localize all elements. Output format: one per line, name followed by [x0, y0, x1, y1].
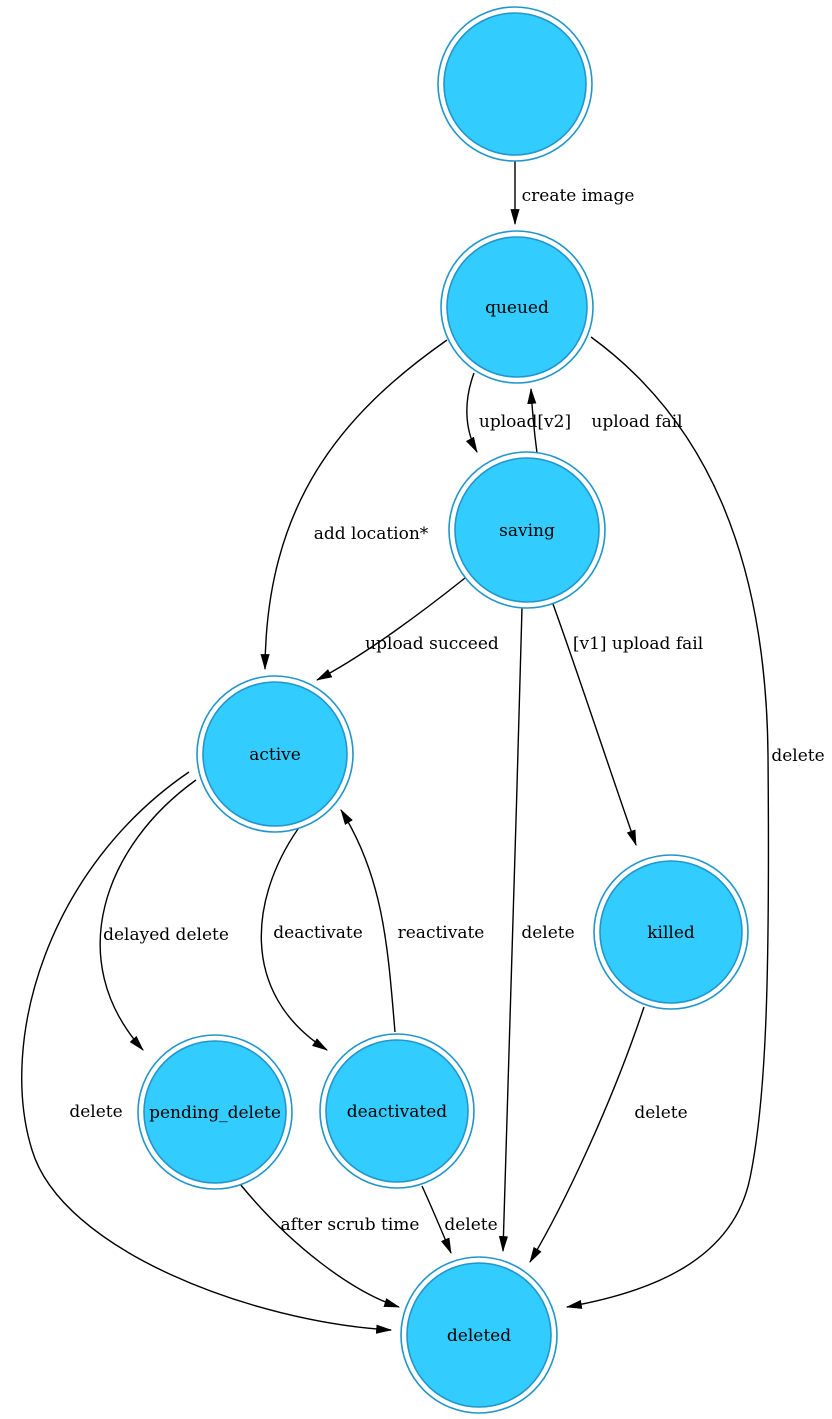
edge-active-to-deleted: [21, 771, 393, 1334]
edge-queued-to-deleted: [565, 336, 770, 1309]
edge-queued-to-saving: [465, 372, 478, 454]
start-node-circle: [443, 12, 587, 156]
edge-labels-layer: create image upload[v2] upload fail add …: [69, 186, 824, 1235]
edge-label-deactivate: deactivate: [273, 923, 363, 943]
edge-label-delete-active: delete: [69, 1102, 122, 1122]
edge-label-reactivate: reactivate: [398, 923, 485, 943]
queued-node-circle: [446, 236, 588, 378]
edge-label-add-location: add location*: [314, 524, 429, 544]
edge-active-to-pending-delete: [99, 779, 197, 1051]
edge-label-delete-saving: delete: [521, 923, 574, 943]
edge-deactivated-to-active: [340, 809, 396, 1033]
edge-saving-to-active: [315, 577, 466, 681]
edge-saving-to-killed: [552, 603, 637, 847]
edge-queued-to-active: [260, 339, 448, 671]
deleted-node-label: deleted: [447, 1326, 511, 1346]
nodes-layer: queued saving active killed pending_dele: [137, 6, 749, 1414]
edges-layer: [21, 161, 770, 1334]
state-node-saving: saving: [448, 451, 606, 609]
edge-label-delete-queued: delete: [771, 746, 824, 766]
state-node-pending-delete: pending_delete: [137, 1034, 293, 1190]
pending-delete-node-circle: [143, 1040, 287, 1184]
edge-label-after-scrub-time: after scrub time: [281, 1215, 420, 1235]
edge-pending-delete-to-deleted: [239, 1183, 401, 1308]
state-node-start: [437, 6, 593, 162]
state-node-deleted: deleted: [400, 1256, 558, 1414]
deactivated-node-label: deactivated: [347, 1102, 447, 1122]
edge-label-delete-deactivated: delete: [444, 1215, 497, 1235]
pending-delete-node-label: pending_delete: [149, 1103, 281, 1123]
saving-node-label: saving: [499, 521, 555, 541]
deleted-node-circle: [406, 1262, 552, 1408]
edge-deactivated-to-deleted: [421, 1185, 452, 1255]
deactivated-node-circle: [325, 1039, 469, 1183]
edge-label-upload-v2: upload[v2]: [479, 412, 571, 432]
queued-node-label: queued: [485, 298, 549, 318]
edge-label-create-image: create image: [522, 186, 635, 206]
state-node-deactivated: deactivated: [319, 1033, 475, 1189]
state-node-queued: queued: [440, 230, 594, 384]
edge-label-upload-succeed: upload succeed: [365, 634, 499, 654]
edge-label-upload-fail: upload fail: [591, 412, 682, 432]
edge-label-delayed-delete: delayed delete: [103, 925, 229, 945]
state-node-active: active: [196, 675, 354, 833]
killed-node-label: killed: [647, 923, 695, 943]
edge-label-delete-killed: delete: [634, 1103, 687, 1123]
edge-saving-to-deleted: [498, 607, 523, 1253]
active-node-label: active: [249, 745, 301, 765]
active-node-circle: [202, 681, 348, 827]
edge-saving-to-queued: [527, 387, 538, 454]
saving-node-circle: [454, 457, 600, 603]
state-node-killed: killed: [593, 854, 749, 1010]
edge-label-v1-upload-fail: [v1] upload fail: [573, 634, 703, 654]
edge-active-to-deactivated: [260, 821, 328, 1051]
edge-killed-to-deleted: [529, 1006, 645, 1263]
killed-node-circle: [599, 860, 743, 1004]
